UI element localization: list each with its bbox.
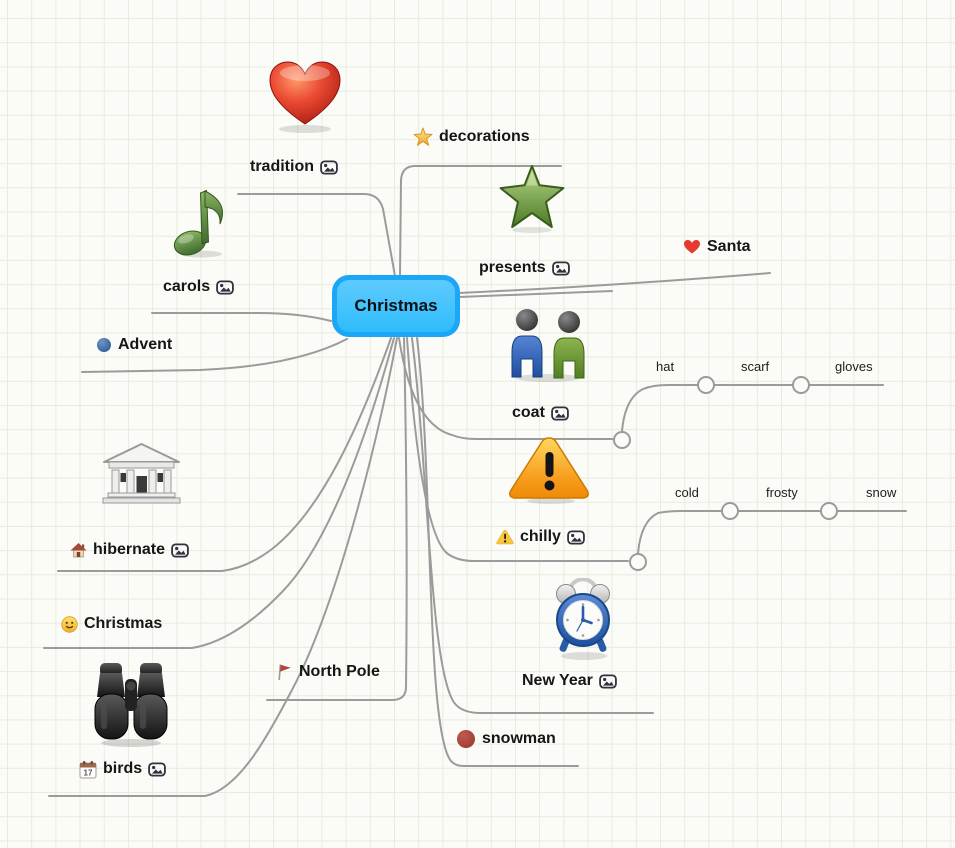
node-label: coat	[512, 404, 545, 421]
node-label: Santa	[707, 238, 751, 255]
red-heart-icon	[684, 240, 700, 254]
node-carols[interactable]: carols	[163, 276, 234, 298]
two-people-image[interactable]	[507, 307, 589, 382]
alarm-clock-image[interactable]	[551, 578, 615, 660]
calendar-icon: 17	[79, 760, 97, 778]
node-birds[interactable]: 17 birds	[79, 758, 166, 780]
calendar-day: 17	[84, 768, 93, 777]
warning-triangle-image[interactable]	[506, 433, 592, 505]
image-attachment-icon[interactable]	[216, 280, 234, 295]
image-attachment-icon[interactable]	[551, 406, 569, 421]
node-label: snowman	[482, 730, 556, 747]
node-scarf[interactable]: scarf	[741, 359, 770, 374]
node-decorations[interactable]: decorations	[413, 126, 530, 148]
blue-circle-icon	[97, 338, 111, 352]
red-heart-image[interactable]	[265, 58, 345, 134]
red-flag-icon	[278, 664, 291, 681]
connector-chilly-children	[637, 510, 907, 554]
node-new-year[interactable]: New Year	[522, 670, 617, 692]
node-frosty[interactable]: frosty	[766, 485, 798, 500]
node-santa[interactable]: Santa	[683, 236, 751, 258]
green-star-image[interactable]	[497, 164, 567, 234]
gold-star-icon	[413, 127, 433, 146]
node-label: chilly	[520, 528, 561, 545]
connector-advent	[81, 338, 348, 373]
node-hibernate[interactable]: hibernate	[70, 539, 189, 561]
node-point-frosty[interactable]	[820, 502, 838, 520]
node-label: New Year	[522, 672, 593, 689]
image-attachment-icon[interactable]	[320, 160, 338, 175]
node-label: tradition	[250, 158, 314, 175]
connector-birds	[48, 337, 398, 797]
node-chilly[interactable]: chilly	[496, 526, 585, 548]
smiley-icon	[61, 615, 78, 633]
node-gloves[interactable]: gloves	[835, 359, 873, 374]
root-node-christmas[interactable]: Christmas	[332, 275, 460, 337]
node-label: Advent	[118, 336, 173, 353]
node-label: North Pole	[299, 663, 380, 680]
node-point-chilly[interactable]	[629, 553, 647, 571]
node-label: carols	[163, 278, 211, 295]
node-point-coat[interactable]	[613, 431, 631, 449]
node-hat[interactable]: hat	[656, 359, 675, 374]
connector-decorations	[399, 165, 562, 277]
node-presents[interactable]: presents	[479, 257, 570, 279]
node-cold[interactable]: cold	[675, 485, 699, 500]
connector-tradition	[237, 193, 396, 277]
node-christmas-left[interactable]: Christmas	[61, 613, 162, 635]
image-attachment-icon[interactable]	[171, 543, 189, 558]
node-snowman[interactable]: snowman	[456, 728, 556, 750]
node-tradition[interactable]: tradition	[250, 156, 338, 178]
connector-christmas-left	[43, 337, 395, 649]
dark-red-circle-icon	[457, 730, 475, 748]
connector-presents	[458, 290, 613, 298]
image-attachment-icon[interactable]	[148, 762, 166, 777]
connector-coat	[398, 337, 614, 440]
house-icon	[70, 543, 87, 558]
connector-santa	[458, 272, 771, 294]
node-label: birds	[103, 760, 143, 777]
node-label: decorations	[439, 128, 530, 145]
node-coat[interactable]: coat	[512, 402, 569, 424]
connector-coat-children	[621, 384, 884, 432]
connector-north-pole	[266, 337, 408, 701]
image-attachment-icon[interactable]	[552, 261, 570, 276]
binoculars-image[interactable]	[91, 661, 171, 748]
classical-building-image[interactable]	[99, 441, 184, 506]
connector-snowman	[416, 337, 579, 767]
node-point-hat[interactable]	[697, 376, 715, 394]
image-attachment-icon[interactable]	[567, 530, 585, 545]
connector-carols	[151, 312, 332, 322]
node-snow[interactable]: snow	[866, 485, 897, 500]
node-point-cold[interactable]	[721, 502, 739, 520]
warning-icon	[496, 529, 514, 545]
node-label: Christmas	[84, 615, 163, 632]
node-north-pole[interactable]: North Pole	[277, 661, 380, 683]
node-label: presents	[479, 259, 546, 276]
root-node-label: Christmas	[354, 296, 438, 315]
music-note-image[interactable]	[171, 180, 235, 258]
image-attachment-icon[interactable]	[599, 674, 617, 689]
node-advent[interactable]: Advent	[96, 334, 172, 356]
connector-chilly	[406, 337, 629, 562]
connector-hibernate	[57, 337, 392, 572]
node-point-scarf[interactable]	[792, 376, 810, 394]
connector-new-year	[411, 337, 654, 714]
node-label: hibernate	[93, 541, 166, 558]
